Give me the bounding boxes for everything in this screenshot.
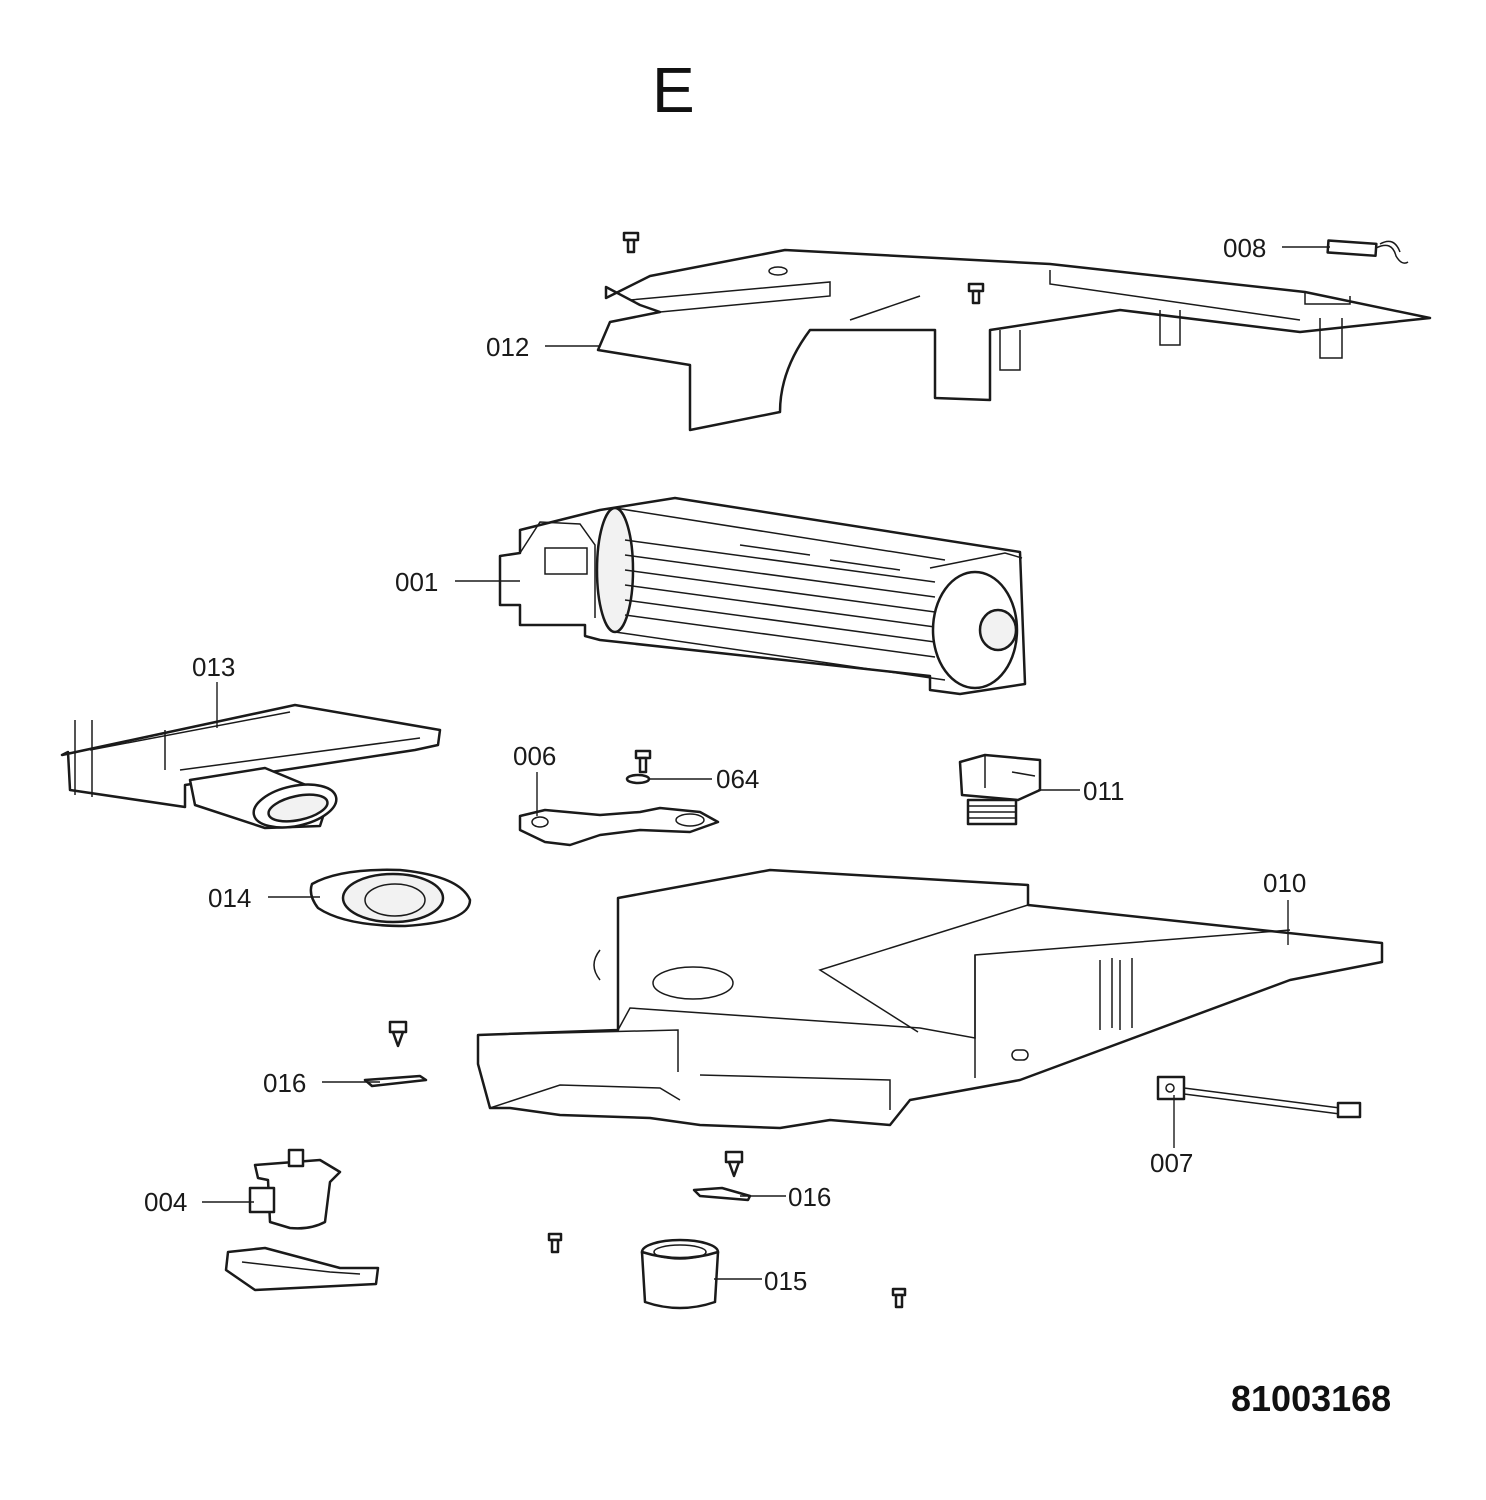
screw-top-left [622,231,640,254]
part-013-air-duct [60,703,442,830]
callout-004: 004 [144,1187,187,1217]
screw-016-upper [388,1020,408,1048]
part-004-motor [224,1148,380,1292]
document-number: 81003168 [1231,1378,1392,1419]
callout-010: 010 [1263,868,1306,898]
part-016-clip-upper [363,1074,428,1088]
callout-013: 013 [192,652,235,682]
callout-011: 011 [1083,776,1124,806]
part-016-clip-lower [692,1186,752,1202]
part-014-oval-grommet [309,868,472,928]
part-007-wire-harness [1156,1075,1362,1119]
leader-lines [202,246,1330,1280]
screw-bottom-left [547,1232,563,1254]
callout-015: 015 [764,1266,807,1296]
screw-bottom-right [891,1287,907,1309]
part-001-tangential-fan [498,496,1027,696]
callout-016-lower: 016 [788,1182,831,1212]
callout-064: 064 [716,764,759,794]
part-006-bracket [518,806,720,847]
section-letter: E [652,54,695,126]
callout-007: 007 [1150,1148,1193,1178]
callout-006: 006 [513,741,556,771]
part-015-cup [640,1238,720,1310]
part-012-top-cover [596,248,1432,432]
callout-001: 001 [395,567,438,597]
callout-014: 014 [208,883,251,913]
callout-008: 008 [1223,233,1266,263]
part-064-screw-washer [625,749,652,785]
callout-016-upper: 016 [263,1068,306,1098]
callout-012: 012 [486,332,529,362]
part-010-base-tray [476,868,1384,1130]
part-008-sensor [1326,239,1409,264]
screw-016-lower [724,1150,744,1178]
part-011-connector [958,753,1042,826]
callout-labels: 008 012 001 013 006 064 011 014 010 016 … [144,233,1306,1296]
screw-top-center [967,282,985,305]
